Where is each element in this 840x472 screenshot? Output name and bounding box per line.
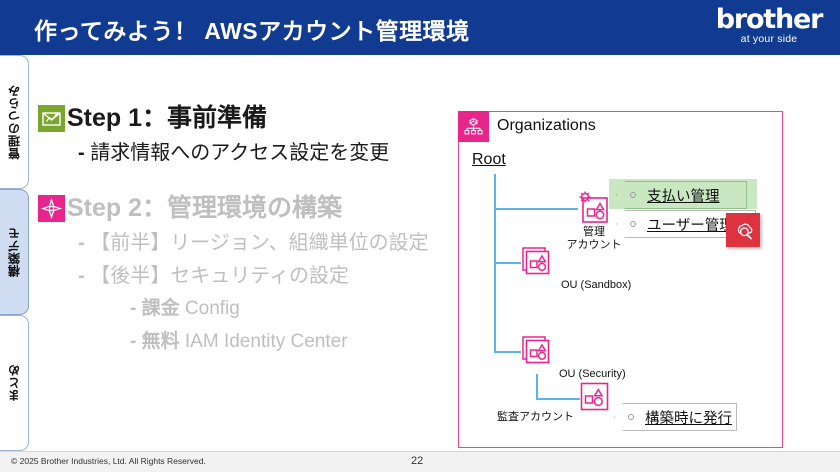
ou-icon	[522, 247, 550, 275]
organizations-diagram: Organizations Root 管理 アカウント	[458, 111, 783, 448]
node-label: 監査アカウント	[497, 411, 574, 423]
slide-header: 作ってみよう！ AWSアカウント管理環境 brother at your sid…	[0, 0, 840, 55]
node-label-line1: 管理	[583, 226, 605, 238]
section-tabs: 管理のつらみ 構築デモ まとめ	[0, 55, 29, 451]
callout-text: 支払い管理	[647, 188, 720, 205]
node-ou-security[interactable]: OU (Security)	[521, 335, 626, 380]
root-node-label: Root	[472, 151, 506, 168]
cloudtrail-icon[interactable]	[726, 213, 760, 247]
page-number: 22	[411, 455, 424, 467]
step-1-title: Step 1：事前準備	[67, 104, 268, 132]
bullet-dash: -	[78, 232, 85, 254]
sidebar-tab-label: まとめ	[7, 364, 22, 402]
steps-panel: Step 1：事前準備 - 請求情報へのアクセス設定を変更 Step 2：管理環…	[30, 55, 450, 451]
step-2-bullet-3: - 課金 Config	[130, 299, 240, 319]
node-label: 管理 アカウント	[567, 226, 622, 251]
callout-text: ユーザー管理	[647, 217, 734, 234]
bullet-dash: -	[78, 265, 85, 287]
node-ou-sandbox[interactable]: OU (Sandbox)	[521, 246, 631, 291]
node-audit-account[interactable]: 監査アカウント	[497, 382, 609, 423]
callout-payment-management[interactable]: 支払い管理	[616, 181, 747, 209]
sidebar-tab-label: 管理のつらみ	[7, 84, 22, 160]
bullet-strong: 課金	[141, 298, 180, 319]
tree-branch-sandbox	[494, 262, 521, 264]
node-management-account[interactable]: 管理 アカウント	[567, 190, 622, 251]
account-icon	[580, 382, 609, 411]
step-2-bullet-2: - 【後半】セキュリティの設定	[78, 266, 349, 287]
bullet-text: 請求情報へのアクセス設定を変更	[90, 142, 390, 164]
callout-dot	[630, 192, 636, 198]
callout-dot	[630, 221, 636, 227]
sidebar-tab-label: 構築デモ	[7, 227, 22, 277]
bullet-strong: 無料	[141, 331, 180, 352]
tree-branch-management	[494, 208, 578, 210]
callout-text: 構築時に発行	[645, 410, 732, 427]
copyright-text: © 2025 Brother Industries, Ltd. All Righ…	[11, 456, 206, 466]
brand-name: brother	[715, 4, 824, 35]
step-2-title: Step 2：管理環境の構築	[67, 194, 343, 222]
node-label: OU (Sandbox)	[561, 279, 632, 291]
bullet-text: 【後半】セキュリティの設定	[90, 265, 350, 287]
organizations-icon	[458, 111, 489, 142]
four-point-star-icon	[38, 195, 65, 222]
bullet-dash: -	[130, 298, 137, 319]
page-title: 作ってみよう！ AWSアカウント管理環境	[34, 18, 470, 44]
step-1-bullet-1: - 請求情報へのアクセス設定を変更	[78, 143, 389, 164]
sidebar-tab-summary[interactable]: まとめ	[0, 315, 29, 451]
bullet-text: IAM Identity Center	[184, 331, 348, 352]
step-2-heading: Step 2：管理環境の構築	[38, 195, 342, 222]
bullet-text: Config	[184, 298, 240, 319]
mail-settings-icon	[38, 105, 65, 132]
management-account-icon	[579, 191, 608, 223]
brother-logo: brother at your side	[710, 6, 828, 50]
step-2-bullet-4: - 無料 IAM Identity Center	[130, 332, 348, 352]
sidebar-tab-troubles[interactable]: 管理のつらみ	[0, 55, 29, 189]
node-label-line2: アカウント	[566, 238, 622, 251]
bullet-dash: -	[78, 142, 85, 164]
tree-sub-trunk-line	[536, 374, 538, 399]
callout-dot	[628, 414, 634, 420]
slide-footer: © 2025 Brother Industries, Ltd. All Righ…	[0, 451, 840, 472]
node-label: OU (Security)	[559, 368, 626, 380]
tree-branch-audit	[536, 398, 580, 400]
sidebar-tab-demo[interactable]: 構築デモ	[0, 189, 29, 315]
step-2-bullet-1: - 【前半】リージョン、組織単位の設定	[78, 233, 429, 254]
step-1-heading: Step 1：事前準備	[38, 105, 267, 132]
bullet-dash: -	[130, 331, 137, 352]
brand-tagline: at your side	[740, 33, 798, 45]
organizations-title: Organizations	[497, 117, 596, 134]
ou-icon	[522, 336, 550, 364]
callout-issued-at-build[interactable]: 構築時に発行	[614, 403, 737, 431]
bullet-text: 【前半】リージョン、組織単位の設定	[90, 232, 429, 254]
tree-branch-security	[494, 351, 521, 353]
